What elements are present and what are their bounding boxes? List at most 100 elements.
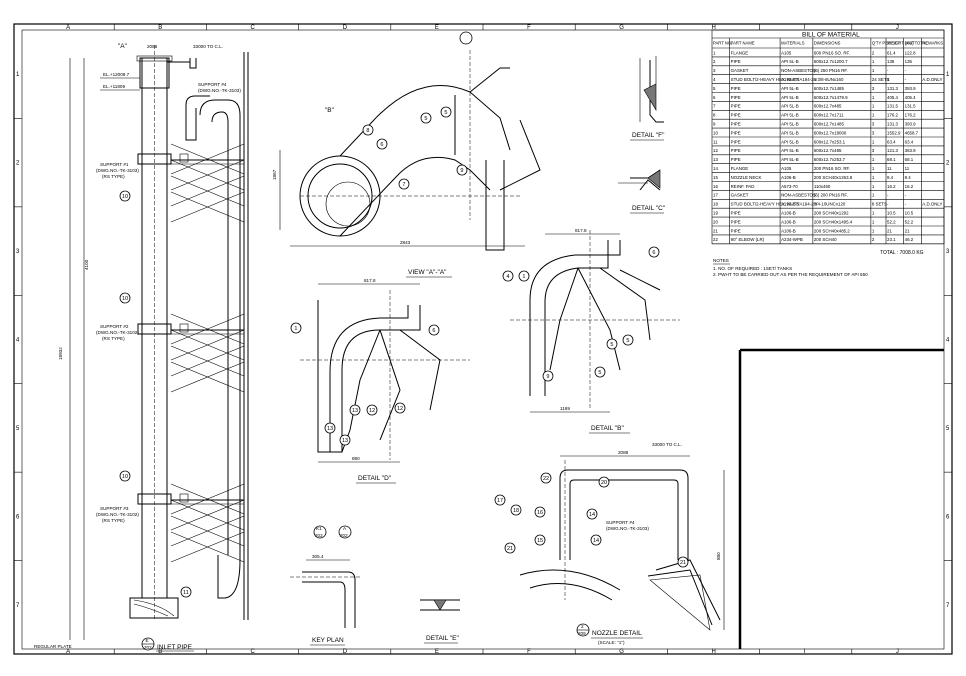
detail-b-width: 1169 xyxy=(560,406,570,411)
part-bubble xyxy=(510,504,522,516)
part-bubble xyxy=(362,124,374,136)
bom-cell: - xyxy=(887,202,889,207)
bom-cell: 200 SCH40x1495.4 xyxy=(814,219,853,224)
bom-cell: PIPE xyxy=(731,148,741,153)
bom-cell: 16 xyxy=(713,184,718,189)
bom-cell: 9.4 xyxy=(887,175,894,180)
bom-cell: 46.2 xyxy=(905,237,914,242)
part-bubble-number: 6 xyxy=(432,328,435,334)
part-bubble xyxy=(456,164,468,176)
grid-row-label-left: 4 xyxy=(16,338,20,344)
grid-col-label-top: C xyxy=(251,25,256,31)
grid-col-label-bottom: G xyxy=(619,649,624,655)
key-plan: 305.4 K1 202 A 202 KEY PLAN xyxy=(290,525,360,646)
part-bubble xyxy=(586,508,598,520)
detail-c: DETAIL "C" xyxy=(618,169,666,214)
bom-cell: 1 xyxy=(872,59,875,64)
part-bubble xyxy=(622,334,634,346)
detail-e: DETAIL "E" xyxy=(420,599,460,644)
key-bubble-1-bottom: 202 xyxy=(315,533,323,538)
bom-cell: 600x12.7x1485 xyxy=(814,122,845,127)
bom-cell: PIPE xyxy=(731,104,741,109)
detail-d-title: DETAIL "D" xyxy=(358,475,392,482)
bom-cell: 24 SETS xyxy=(872,77,890,82)
bom-cell: API 5L-B xyxy=(781,148,799,153)
bom-cell: GASKET xyxy=(731,193,749,198)
bom-cell: PIPE xyxy=(731,130,741,135)
bom-cell: NOZZLE NECK xyxy=(731,175,762,180)
grid-row-label-left: 6 xyxy=(16,514,20,520)
key-bubble-2-bottom: 202 xyxy=(340,533,348,538)
bom-cell: STUD BOLT/2-HEAVY HEX. NUTS xyxy=(731,202,800,207)
grid-col-label-bottom: D xyxy=(343,649,348,655)
part-bubble xyxy=(119,190,131,202)
bom-cell: 52.2 xyxy=(887,219,896,224)
bom-cell: - xyxy=(905,68,907,73)
grid-row-label-left: 2 xyxy=(16,161,20,167)
detail-f-title: DETAIL "F" xyxy=(632,132,665,139)
bom-cell: API 5L-B xyxy=(781,157,799,162)
notes-block: NOTES 1. NO. OF REQUIRED : 1SET/ TANKS 2… xyxy=(713,258,868,277)
part-bubble-number: 5 xyxy=(444,110,447,116)
elevation-1: EL.+12009.7 xyxy=(103,72,130,77)
bom-cell: A193-B7/A194-2H xyxy=(781,202,817,207)
part-bubble-number: 13 xyxy=(352,408,358,414)
grid-row-label-right: 5 xyxy=(946,426,950,432)
bom-total: TOTAL : 7008.0 KG xyxy=(880,250,924,256)
part-bubble-number: 10 xyxy=(122,474,128,480)
bom-cell: 200 SCH40x1263.8 xyxy=(814,175,853,180)
dim-top-left: 2088 xyxy=(147,44,158,49)
bom-cell: 1 xyxy=(872,219,875,224)
key-plan-bubble-2 xyxy=(338,525,352,539)
bom-cell: A.D.ONLY xyxy=(922,77,942,82)
bom-cell: NON-ASBESTOS xyxy=(781,68,816,73)
elevation-2: EL.+11809 xyxy=(103,84,125,89)
part-bubble xyxy=(339,434,351,446)
bom-cell: 1 xyxy=(887,77,890,82)
view-a-height: 1867 xyxy=(272,169,277,180)
bom-cell: 5 xyxy=(713,86,716,91)
bom-cell: 52.2 xyxy=(905,219,914,224)
key-bubble-1-top: K1 xyxy=(316,526,322,531)
part-bubble xyxy=(542,370,554,382)
bom-cell: 3 xyxy=(872,130,875,135)
bom-cell: 10.5 xyxy=(905,211,914,216)
grid-col-label-bottom: B xyxy=(158,649,162,655)
nozzle-detail: 2088 33000 TO C.L. 880 SUPPORT #4 (DWG.N… xyxy=(494,442,725,645)
part-bubble-number: 10 xyxy=(122,296,128,302)
bom-cell: 176.2 xyxy=(905,113,917,118)
part-bubble-number: 1 xyxy=(294,326,297,332)
svg-text:(RS TYPE): (RS TYPE) xyxy=(102,336,125,341)
detail-f: DETAIL "F" xyxy=(630,56,665,141)
support-3-label: SUPPORT #3 (DWG.NO.-TK-3102) (RS TYPE) xyxy=(96,506,139,523)
grid-row-label-right: 1 xyxy=(946,72,950,78)
svg-text:(RS TYPE): (RS TYPE) xyxy=(102,174,125,179)
bom-cell: 21 xyxy=(713,228,718,233)
part-bubble xyxy=(420,112,432,124)
bom-cell: 600x12.7x485 xyxy=(814,104,842,109)
svg-text:(RS TYPE): (RS TYPE) xyxy=(102,518,125,523)
bom-cell: A105 xyxy=(781,166,792,171)
bom-cell: 68.1 xyxy=(905,157,914,162)
part-bubble-number: 14 xyxy=(589,512,595,518)
bom-cell: 131.3 xyxy=(887,122,899,127)
bom-cell: 21 xyxy=(905,228,910,233)
part-bubble xyxy=(349,404,361,416)
bom-cell: 20 xyxy=(713,219,718,224)
grid-col-label-top: D xyxy=(343,25,348,31)
sheet-inner-frame xyxy=(21,29,945,650)
svg-text:SUPPORT #3: SUPPORT #3 xyxy=(100,506,129,511)
bom-cell: 9.4 xyxy=(905,175,912,180)
bom-cell: 1 xyxy=(872,193,875,198)
bom-cell: 122.8 xyxy=(905,50,917,55)
part-bubble xyxy=(677,556,689,568)
